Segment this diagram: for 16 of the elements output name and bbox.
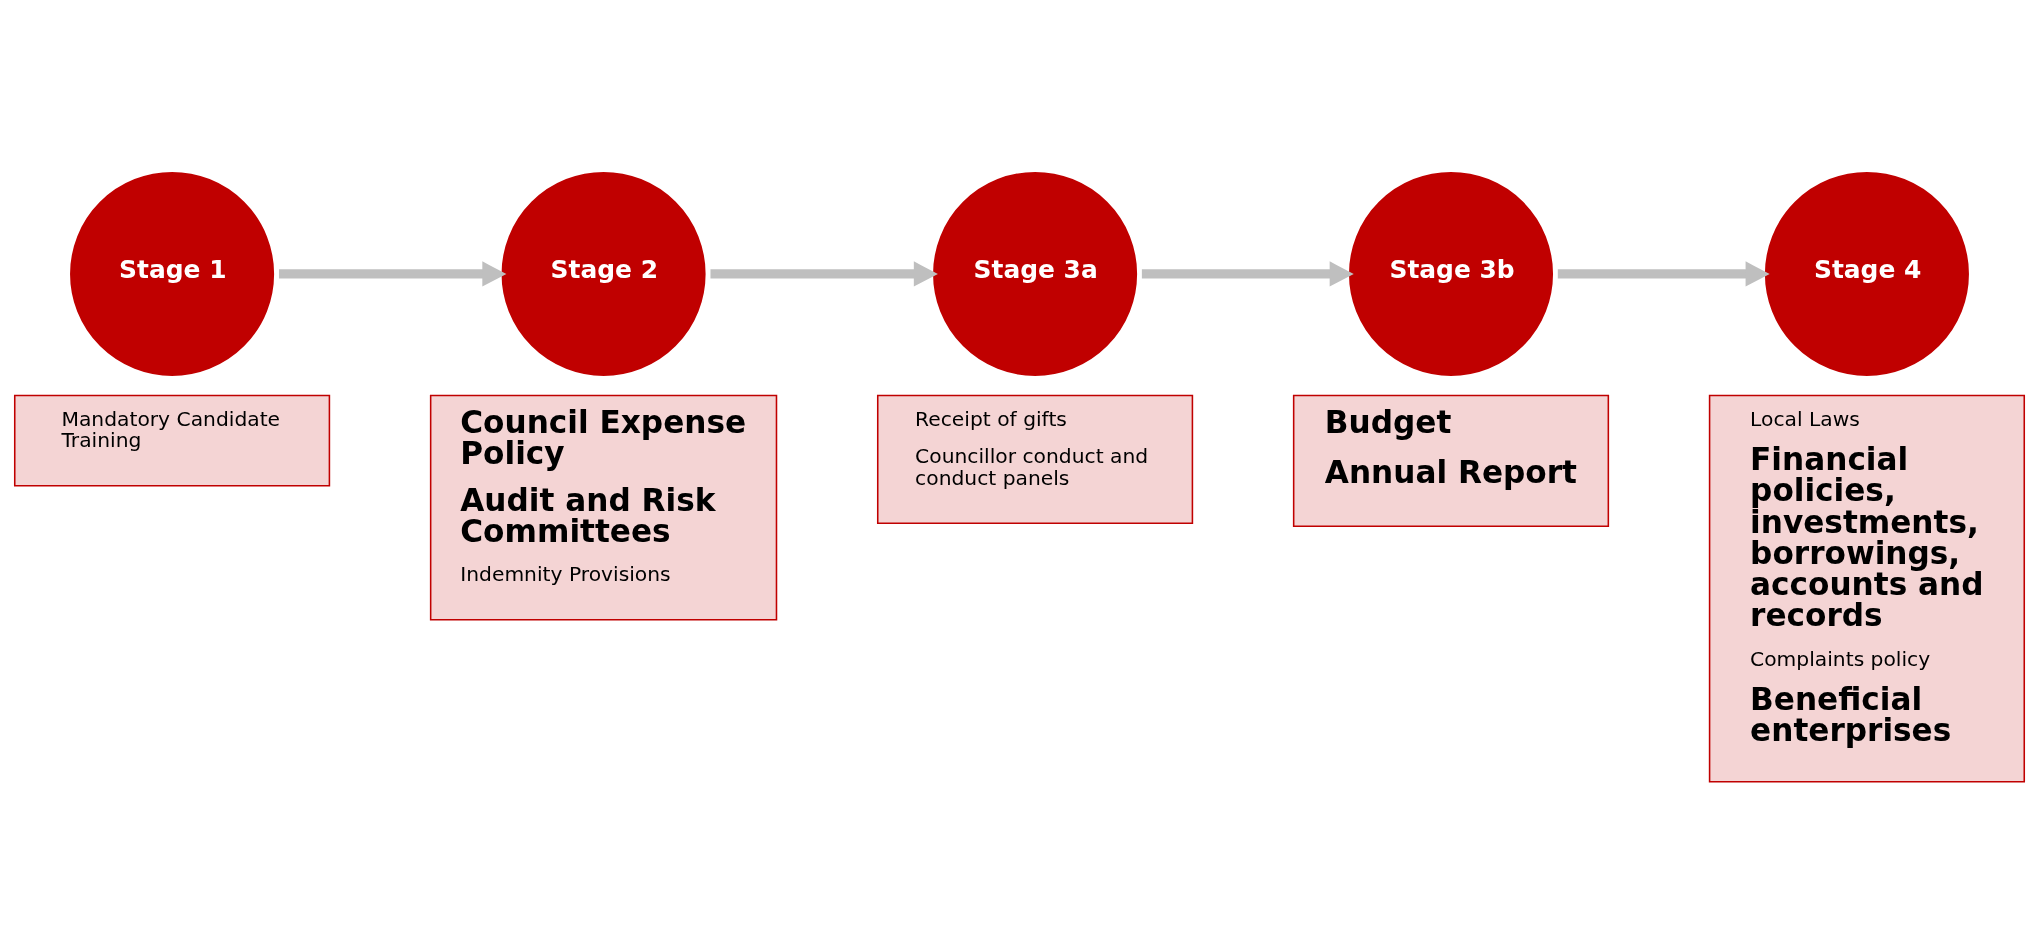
- node-label: Budget: [1324, 403, 1452, 440]
- node-label: Receipt of gifts: [915, 406, 1067, 431]
- arrow: [710, 260, 938, 287]
- node-label: Indemnity Provisions: [460, 561, 671, 586]
- node-label: Councillor conduct and conduct panels: [915, 443, 1149, 490]
- node-label: Local Laws: [1750, 406, 1860, 431]
- node-label: Council Expense Policy: [460, 403, 747, 471]
- arrow: [1141, 260, 1354, 287]
- node-label: Complaints policy: [1750, 646, 1931, 671]
- arrow: [278, 260, 507, 287]
- node-label: Annual Report: [1324, 453, 1577, 490]
- arrow: [1557, 260, 1770, 287]
- node-label: Beneficial enterprises: [1750, 680, 1952, 748]
- node-label: Financial policies, investments, borrowings, accounts and records: [1750, 440, 1984, 633]
- node-label: Mandatory Candidate Training: [61, 406, 281, 452]
- node-label: Audit and Risk Committees: [460, 481, 716, 549]
